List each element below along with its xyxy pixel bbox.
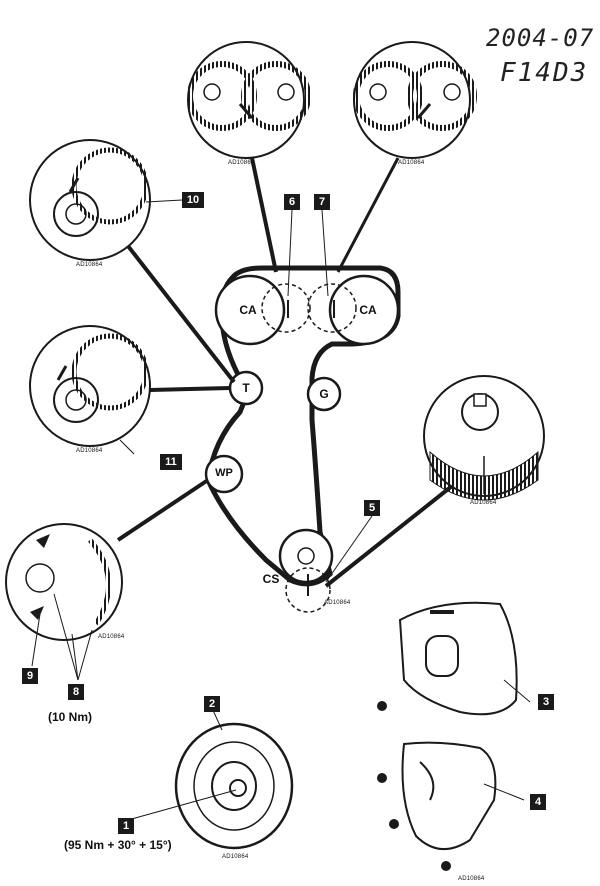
ref-code-cover: AD10864 (458, 876, 485, 882)
crank-timing-mark (285, 567, 331, 613)
callout-6: 6 (284, 194, 300, 210)
callout-11: 11 (160, 454, 182, 470)
timing-belt-cover-upper (398, 601, 518, 716)
handwritten-engine-code: F14D3 (500, 58, 589, 88)
callout-9: 9 (22, 668, 38, 684)
label-ca-right: CA (359, 303, 377, 317)
timing-belt-cover-lower (377, 701, 497, 871)
callout-8: 8 (68, 684, 84, 700)
callout-3: 3 (538, 694, 554, 710)
detail-inset-cam-right (353, 41, 477, 159)
detail-inset-tensioner-11 (29, 325, 151, 447)
callout-4: 4 (530, 794, 546, 810)
torque-crank-bolt: (95 Nm + 30° + 15°) (64, 838, 172, 852)
handwritten-date: 2004-07 (486, 24, 595, 52)
callout-7: 7 (314, 194, 330, 210)
ref-code-crank-pulley: AD10864 (324, 600, 351, 606)
ref-code-cam-right: AD10864 (398, 160, 425, 166)
ref-code-inset-11: AD10864 (76, 448, 103, 454)
callout-2: 2 (204, 696, 220, 712)
label-idler: G (319, 387, 329, 401)
cam-timing-mark-right (307, 283, 357, 333)
ref-code-crank-sprocket: AD10864 (470, 500, 497, 506)
idler-pulley (306, 376, 342, 412)
ref-code-cam-left: AD10864 (228, 160, 255, 166)
detail-inset-cover (5, 523, 123, 641)
cam-timing-mark-left (261, 283, 311, 333)
detail-inset-cam-left (187, 41, 311, 159)
detail-inset-crank-sprocket (423, 375, 545, 501)
label-crankshaft: CS (262, 572, 280, 586)
ref-code-inset-10: AD10864 (76, 262, 103, 268)
label-ca-left: CA (239, 303, 257, 317)
crankshaft-damper-pulley (174, 722, 294, 850)
callout-10: 10 (182, 192, 204, 208)
label-water-pump: WP (215, 467, 233, 479)
leader-lines (31, 157, 531, 821)
crankshaft-pulley (278, 528, 334, 584)
ref-code-damper: AD10864 (222, 854, 249, 860)
callout-5: 5 (364, 500, 380, 516)
torque-cover-bolts: (10 Nm) (48, 710, 93, 724)
camshaft-pulley-left (214, 274, 286, 346)
water-pump-pulley (204, 454, 244, 494)
ref-code-cover-inset: AD10864 (98, 634, 125, 640)
callout-1: 1 (118, 818, 134, 834)
label-tensioner: T (242, 381, 250, 395)
detail-inset-tensioner-10 (29, 139, 151, 261)
